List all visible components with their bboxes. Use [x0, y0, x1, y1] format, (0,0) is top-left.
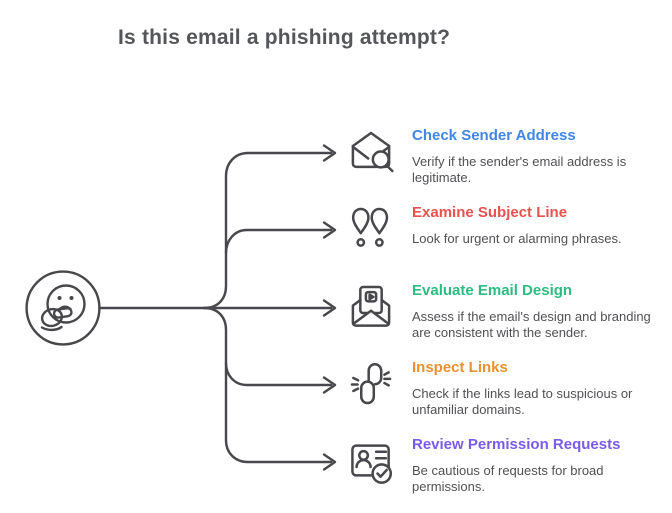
arrowhead-icon [322, 144, 337, 162]
arrowhead-icon [322, 221, 337, 239]
arrowhead-icon [322, 376, 337, 394]
item-description: Assess if the email's design and brandin… [412, 308, 651, 341]
arrowhead-icon [322, 453, 337, 471]
item-description: Verify if the sender's email address is … [412, 153, 627, 186]
page-title: Is this email a phishing attempt? [118, 26, 451, 49]
list-item-examine-subject-line: Examine Subject Line Look for urgent or … [345, 203, 670, 255]
list-item-inspect-links: Inspect Links Check if the links lead to… [345, 358, 670, 419]
item-title: Evaluate Email Design [412, 282, 573, 299]
item-title: Check Sender Address [412, 127, 576, 144]
arrowhead-icon [322, 299, 337, 317]
item-description: Check if the links lead to suspicious or… [412, 385, 633, 418]
item-title: Review Permission Requests [412, 436, 621, 453]
double-exclamation-icon [345, 203, 397, 255]
item-title: Examine Subject Line [412, 204, 568, 221]
list-item-review-permission-requests: Review Permission Requests Be cautious o… [345, 435, 670, 496]
id-card-check-icon [345, 435, 397, 487]
list-item-check-sender-address: Check Sender Address Verify if the sende… [345, 126, 670, 187]
list-item-evaluate-email-design: Evaluate Email Design Assess if the emai… [345, 281, 670, 342]
item-title: Inspect Links [412, 359, 508, 376]
item-description: Be cautious of requests for broad permis… [412, 462, 604, 495]
item-description: Look for urgent or alarming phrases. [412, 230, 622, 246]
mail-search-icon [345, 126, 397, 178]
broken-link-icon [345, 358, 397, 410]
email-design-icon [345, 281, 397, 333]
